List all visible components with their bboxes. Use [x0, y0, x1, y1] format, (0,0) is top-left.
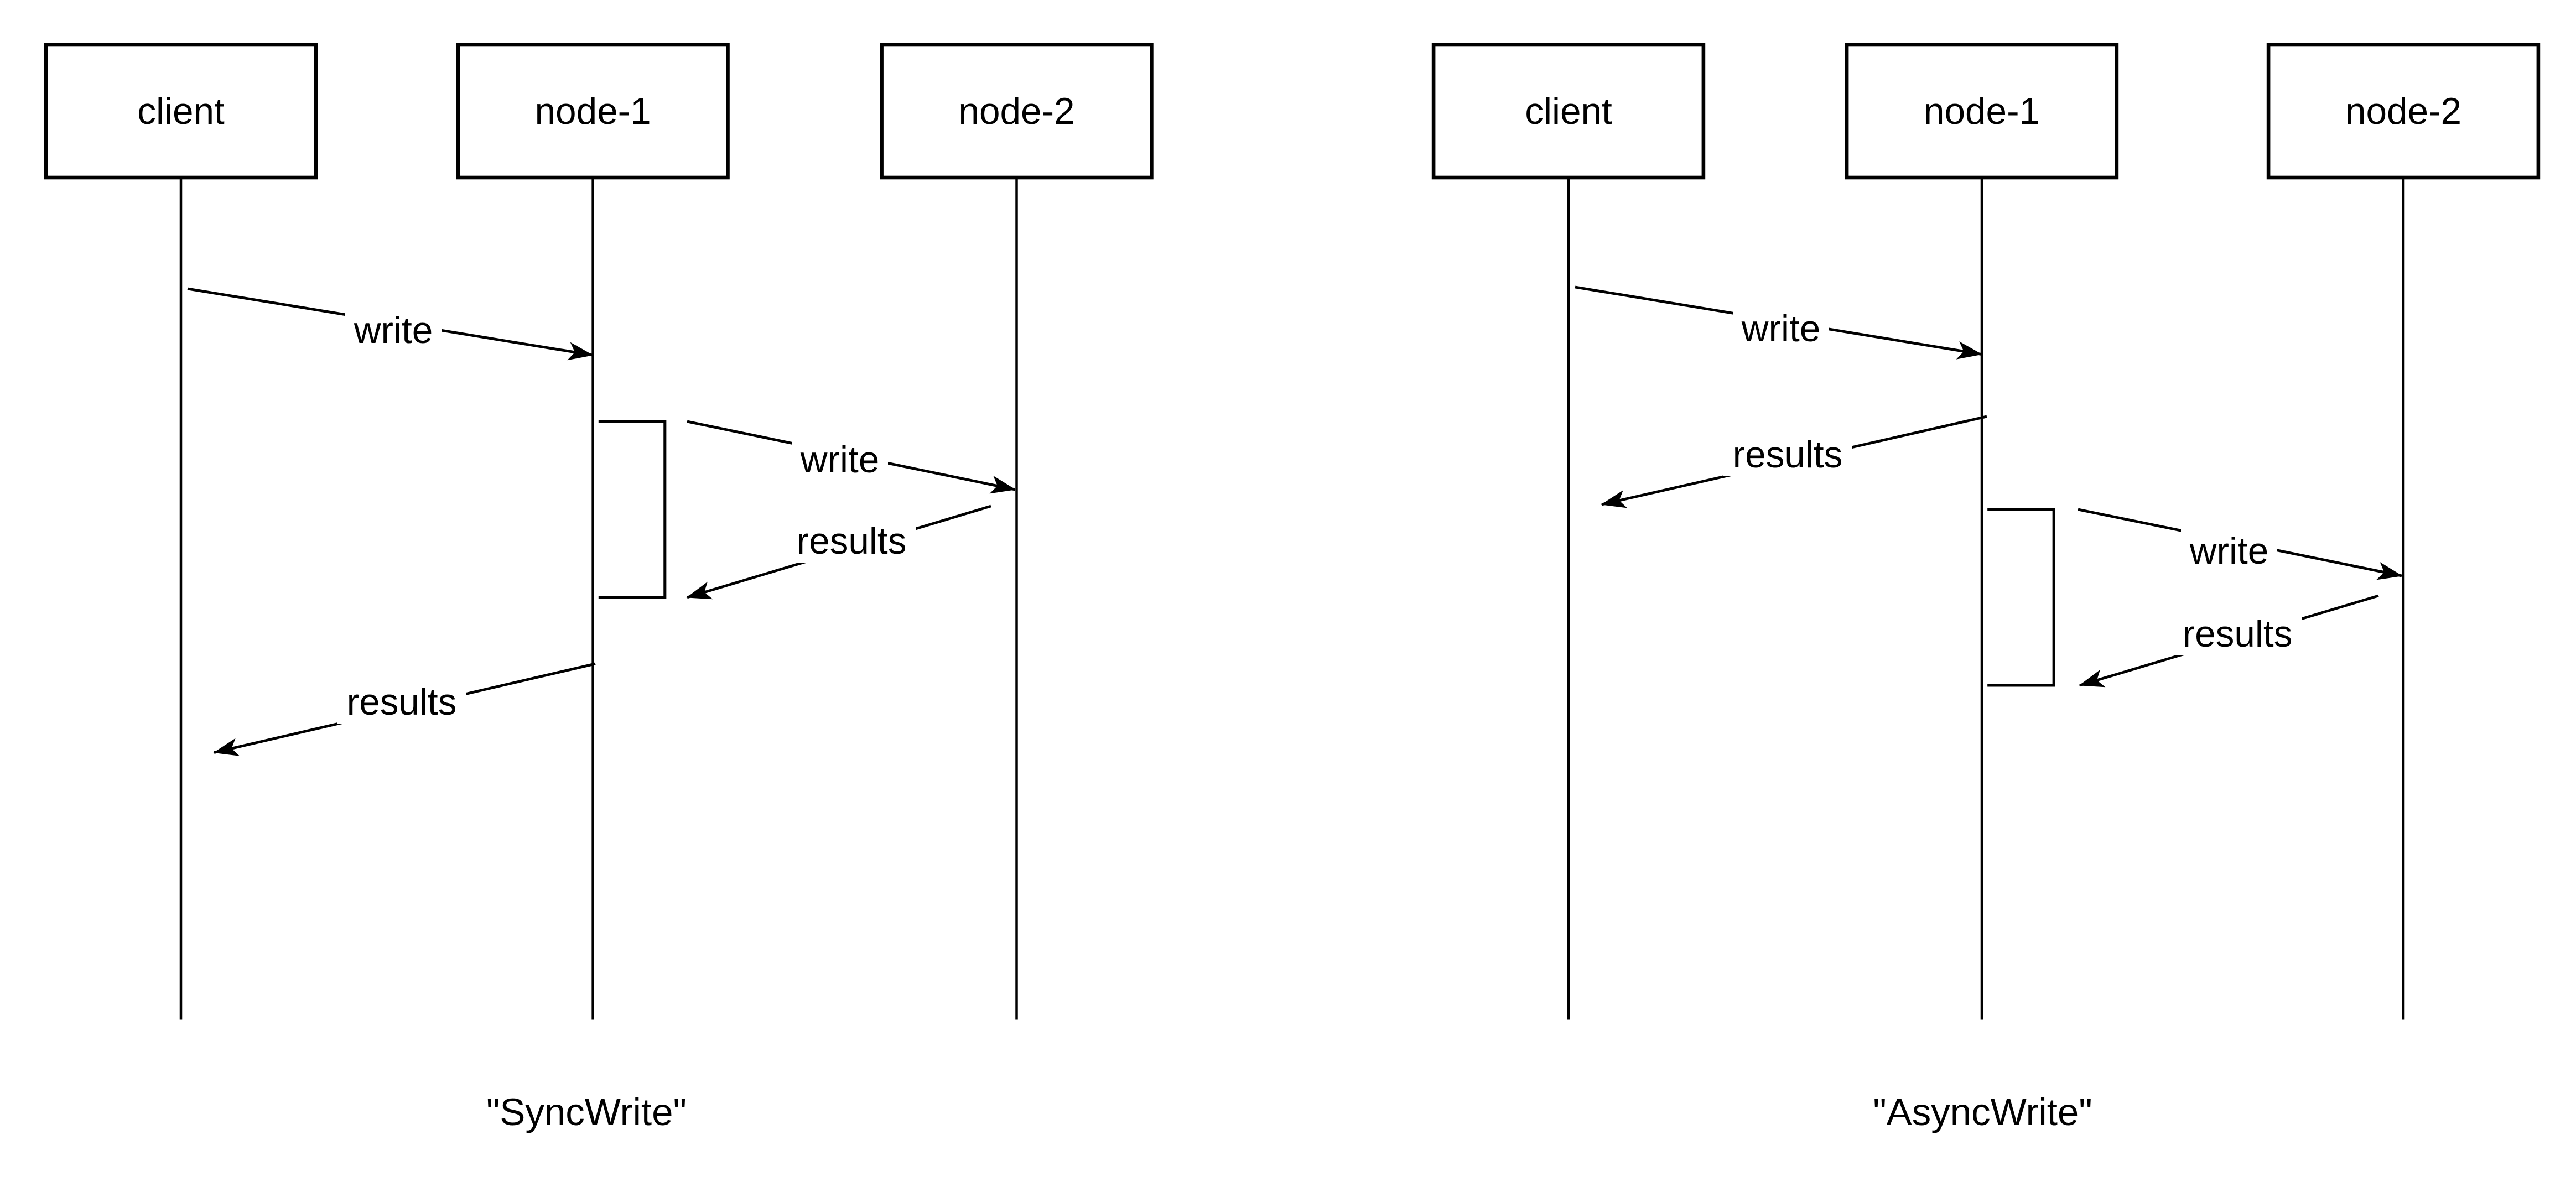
message-label: results	[2183, 613, 2293, 655]
message-label-bg	[345, 309, 442, 352]
message-label: results	[347, 681, 457, 723]
actor-box-client	[1431, 43, 1706, 180]
message-write-node1-node2: write	[2078, 508, 2403, 580]
actor-label-node-2: node-2	[958, 91, 1074, 132]
actor-node-1: node-1	[1845, 43, 2119, 180]
message-label: write	[800, 439, 880, 481]
message-label: write	[354, 310, 433, 351]
activation-bar-node-1	[1987, 508, 2055, 687]
message-label: write	[2189, 530, 2269, 572]
message-write-client-node1: write	[1575, 285, 1982, 360]
actor-label-node-2: node-2	[2345, 91, 2461, 132]
actor-label-node-1: node-1	[1924, 91, 2040, 132]
message-results-node2-node1: results	[686, 504, 991, 600]
message-label-bg	[337, 680, 466, 724]
actor-box-node-2	[880, 43, 1154, 180]
message-label: write	[1741, 308, 1821, 350]
message-label-bg	[787, 519, 916, 563]
diagram-syncwrite: client node-1 node-2 write write re	[44, 43, 1154, 1133]
actor-node-2: node-2	[2266, 43, 2541, 180]
actor-label-node-1: node-1	[535, 91, 651, 132]
actor-client: client	[44, 43, 318, 180]
actor-box-node-2	[2266, 43, 2541, 180]
message-results-node1-client: results	[1601, 415, 1987, 508]
message-label-bg	[1733, 307, 1829, 351]
actor-label-client: client	[137, 91, 225, 132]
diagram-caption-syncwrite: "SyncWrite"	[486, 1091, 687, 1133]
message-label: results	[1733, 434, 1843, 476]
diagram-caption-asyncwrite: "AsyncWrite"	[1873, 1091, 2092, 1133]
actor-node-2: node-2	[880, 43, 1154, 180]
actor-client: client	[1431, 43, 1706, 180]
message-write-node1-node2: write	[687, 420, 1016, 494]
actor-box-node-1	[456, 43, 730, 180]
message-results-node1-client: results	[213, 662, 596, 756]
actor-box-node-1	[1845, 43, 2119, 180]
actor-node-1: node-1	[456, 43, 730, 180]
actor-label-client: client	[1525, 91, 1612, 132]
message-label-bg	[1723, 433, 1852, 477]
diagram-asyncwrite: client node-1 node-2 write results	[1431, 43, 2541, 1133]
message-label-bg	[2181, 529, 2277, 573]
message-label-bg	[2173, 612, 2302, 656]
message-results-node2-node1: results	[2079, 594, 2379, 688]
message-write-client-node1: write	[187, 287, 594, 361]
actor-box-client	[44, 43, 318, 180]
message-label-bg	[792, 438, 888, 482]
message-label: results	[797, 521, 907, 562]
activation-bar-node-1	[598, 420, 667, 599]
